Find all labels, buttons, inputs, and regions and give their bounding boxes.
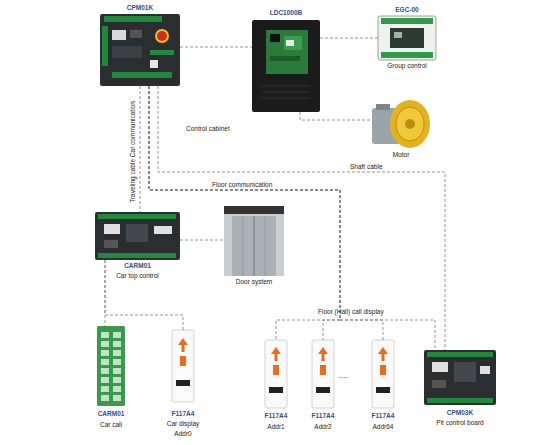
model-name: F117A4: [172, 410, 195, 418]
device-caption: Pit control board: [436, 419, 483, 427]
display-panel: F117A4Addr2: [312, 340, 334, 408]
model-name: F117A4: [372, 412, 395, 420]
dashed-connector: [320, 38, 378, 39]
model-name: CARM01: [98, 410, 125, 418]
device-caption: Car display: [167, 420, 200, 428]
annotation-label: Shaft cable: [350, 163, 383, 171]
cable-label: Traveling cable Car communication: [129, 101, 137, 203]
pit-control-board: CPM03KPit control board: [424, 350, 496, 405]
device-caption: Addr0: [174, 430, 191, 438]
device-caption: Door system: [236, 278, 272, 286]
car-call-board: CARM01Car call: [97, 326, 125, 406]
model-name: CPM01K: [127, 4, 153, 12]
dashed-connector: [149, 86, 340, 340]
dashed-connector: [140, 86, 141, 212]
group-control-unit: EGC-00Group control: [378, 16, 436, 60]
device-caption: Addr64: [373, 423, 394, 431]
device-caption: Addr2: [314, 423, 331, 431]
display-panel: F117A4Addr64: [372, 340, 394, 408]
door-unit: Door system: [224, 206, 284, 276]
dashed-connector: [149, 86, 340, 340]
device-caption: Car call: [100, 421, 122, 429]
display-panel: F117A4Car displayAddr0: [172, 330, 194, 402]
main-control-board: CPM01K: [100, 14, 180, 86]
annotation-label: Control cabinet: [186, 125, 230, 133]
display-panel: F117A4Addr1: [265, 340, 287, 408]
model-name: F117A4: [312, 412, 335, 420]
dashed-connector: [180, 47, 252, 48]
annotation-label: Floor communication: [212, 181, 272, 189]
dashed-connector: [105, 260, 183, 330]
annotation-label: ......: [338, 372, 349, 380]
model-name: LDC1000B: [270, 9, 303, 17]
car-top-board: CARM01Car top control: [95, 212, 180, 260]
dashed-connector: [158, 86, 445, 350]
dashed-connector: [105, 260, 106, 326]
device-caption: Group control: [387, 62, 426, 70]
dashed-connector: [149, 86, 435, 350]
model-name: CARM01: [124, 262, 151, 270]
inverter-unit: LDC1000B: [252, 20, 320, 112]
dashed-connector: [180, 240, 224, 241]
device-caption: Car top control: [116, 272, 159, 280]
model-name: CPM03K: [447, 409, 473, 417]
dashed-connector: [300, 112, 372, 120]
motor-unit: Motor: [372, 96, 430, 148]
annotation-label: Floor (Hall) call display: [318, 308, 384, 316]
device-caption: Addr1: [267, 423, 284, 431]
model-name: F117A4: [265, 412, 288, 420]
dashed-connector: [149, 86, 383, 340]
device-caption: Motor: [393, 151, 410, 159]
model-name: EGC-00: [395, 6, 418, 14]
